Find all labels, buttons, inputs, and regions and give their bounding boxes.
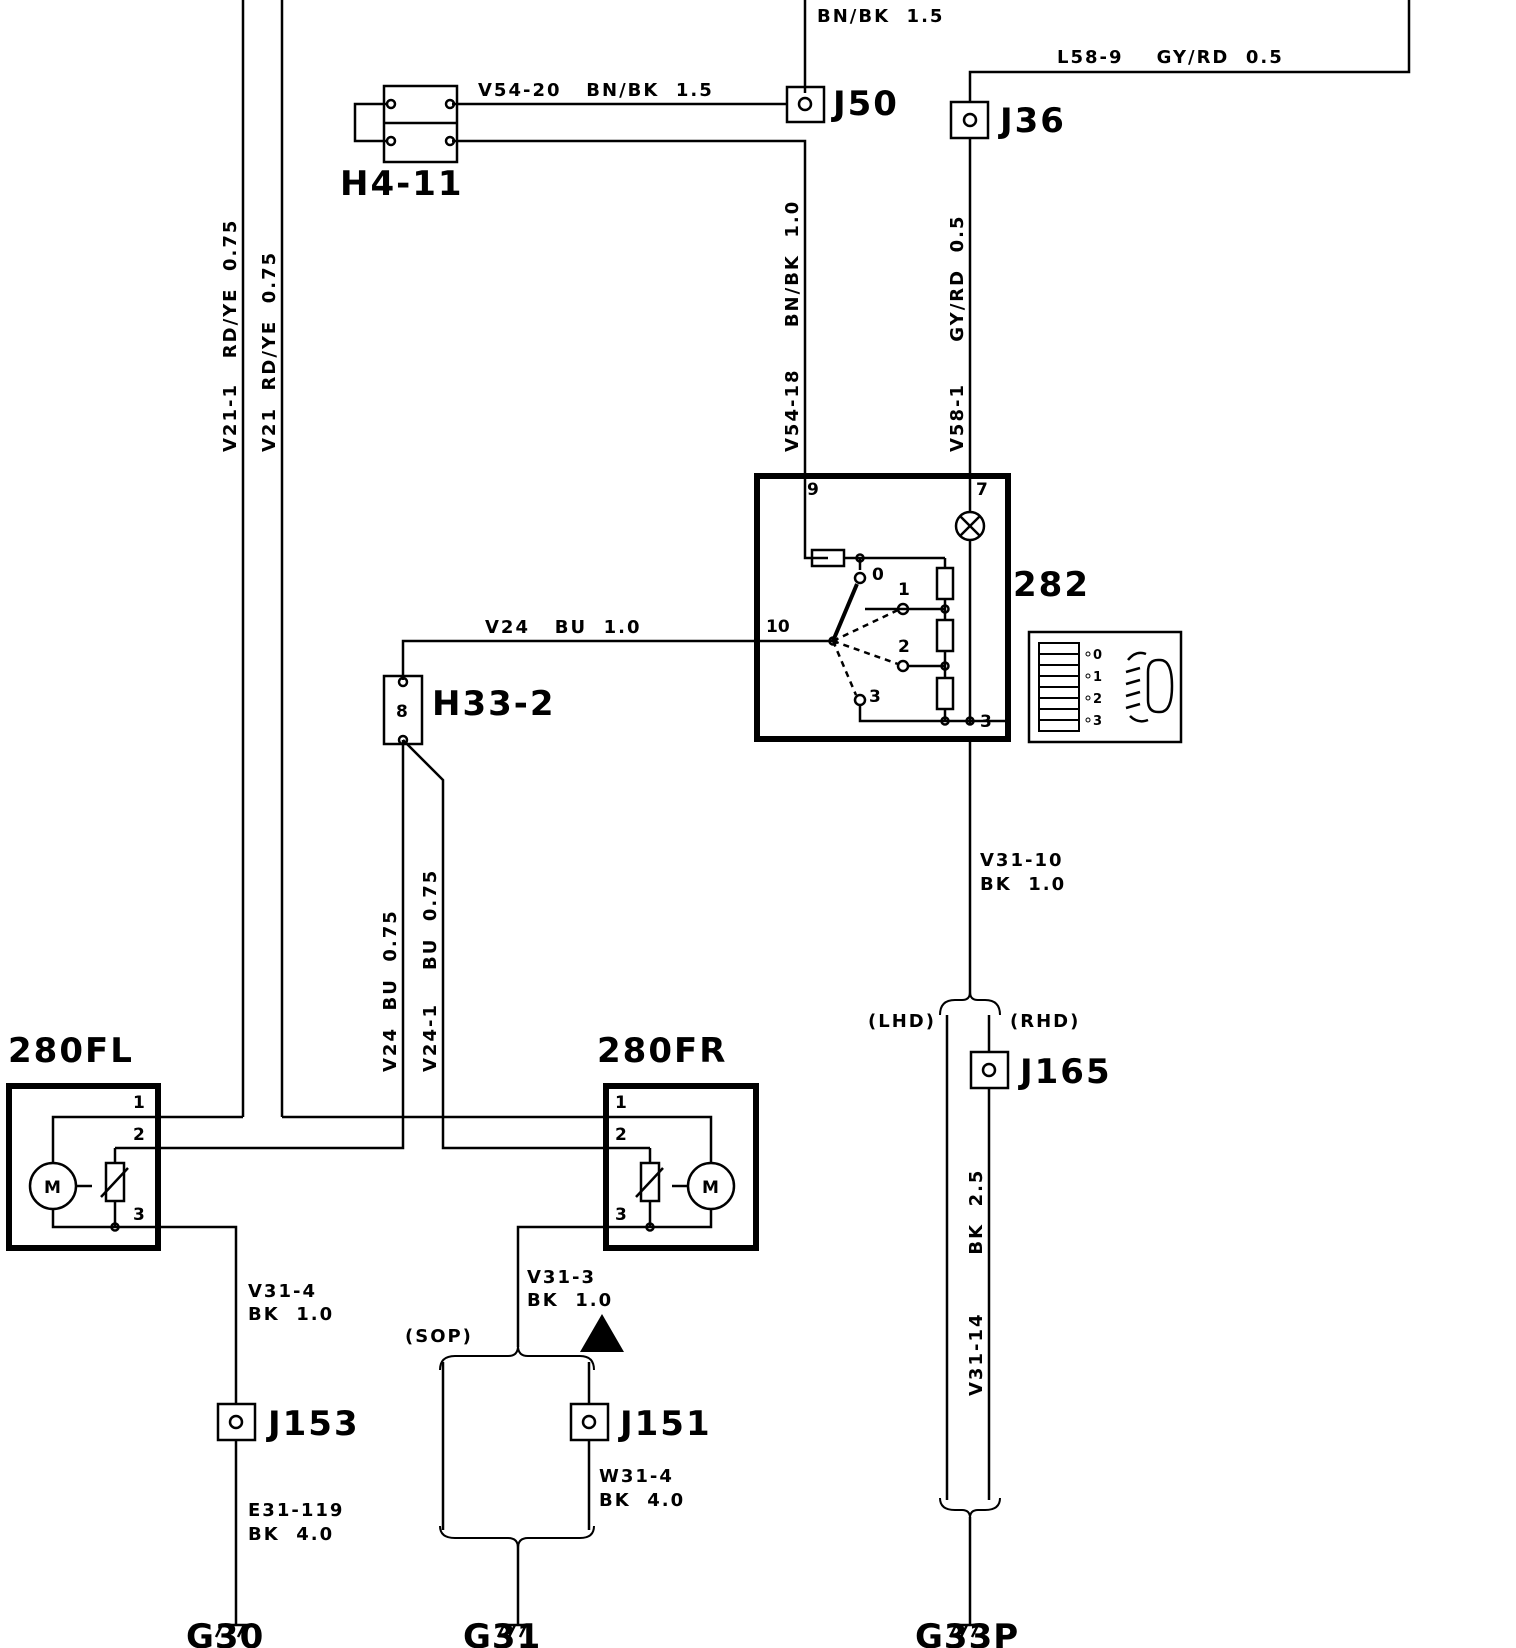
brackets [439, 991, 1001, 1549]
wire-label-v24-1: V24-1 BU 0.75 [420, 869, 441, 1072]
pin-7: 7 [976, 480, 988, 500]
wire-label-v58-1: V58-1 GY/RD 0.5 [947, 214, 968, 452]
h33-2-label: H33-2 [432, 684, 556, 724]
headlamp-range-legend: 0 1 2 3 [1027, 630, 1183, 744]
j50-label: J50 [831, 84, 899, 124]
fr-pin-3: 3 [615, 1205, 627, 1225]
wire-label-v31-4-b: BK 1.0 [248, 1304, 334, 1325]
wire-v24-top [401, 639, 833, 680]
wire-label-l58-9: L58-9 GY/RD 0.5 [1057, 47, 1284, 68]
wire-label-e31-119-a: E31-119 [248, 1500, 344, 1521]
wire-label-v31-4-a: V31-4 [248, 1281, 317, 1302]
j36-junction [949, 100, 990, 140]
pin-3: 3 [980, 712, 992, 732]
wire-label-e31-119-b: BK 4.0 [248, 1524, 334, 1545]
280fl-label: 280FL [8, 1031, 134, 1071]
j165-label: J165 [1018, 1052, 1112, 1092]
wire-v24 [158, 740, 405, 1150]
motor-letter: M [44, 1178, 61, 1198]
ground-icon [496, 1623, 532, 1638]
position-0: 0 [872, 565, 884, 585]
fr-pin-1: 1 [615, 1093, 627, 1113]
wire-label-v31-10-a: V31-10 [980, 850, 1064, 871]
fr-pin-2: 2 [615, 1125, 627, 1145]
wire-label-v24: V24 BU 0.75 [380, 909, 401, 1072]
ground-icon [948, 1623, 984, 1638]
note-sop: (SOP) [405, 1326, 473, 1347]
note-triangle-number: 1 [596, 1332, 608, 1352]
ground-symbols [214, 1623, 984, 1638]
wire-label-v54-18: V54-18 BN/BK 1.0 [782, 200, 803, 452]
motor-letter: M [702, 1178, 719, 1198]
position-2: 2 [898, 637, 910, 657]
j165-junction [969, 1050, 1010, 1090]
fl-pin-3: 3 [133, 1205, 145, 1225]
wire-label-w31-4-a: W31-4 [599, 1466, 674, 1487]
g33p-label: G33P [915, 1617, 1019, 1648]
pin-9: 9 [807, 480, 819, 500]
note-lhd: (LHD) [868, 1011, 936, 1032]
legend-item-0: 0 [1093, 648, 1102, 663]
g30-label: G30 [186, 1617, 264, 1648]
position-1: 1 [898, 580, 910, 600]
legend-item-2: 2 [1093, 692, 1102, 707]
note-rhd: (RHD) [1010, 1011, 1080, 1032]
sop-top-bracket [439, 1345, 595, 1371]
ground-icon [214, 1623, 250, 1638]
lhd-rhd-bottom-bracket [939, 1497, 1001, 1519]
h33-2-connector [382, 674, 424, 746]
wire-v54-18 [452, 139, 828, 560]
282-label: 282 [1013, 565, 1090, 605]
legend-item-1: 1 [1093, 670, 1102, 685]
h4-11-connector [353, 84, 459, 164]
wire-label-v31-3-b: BK 1.0 [527, 1290, 613, 1311]
wire-v31-3 [516, 1225, 606, 1347]
contact-2 [896, 659, 910, 673]
contact-1 [896, 602, 910, 616]
wire-label-v21: V21 RD/YE 0.75 [259, 251, 280, 452]
h33-2-pin: 8 [396, 702, 408, 722]
j151-label: J151 [618, 1404, 712, 1444]
j153-label: J153 [266, 1404, 360, 1444]
h4-11-label: H4-11 [340, 164, 464, 204]
wire-label-v21-1: V21-1 RD/YE 0.75 [220, 219, 241, 452]
fl-pin-2: 2 [133, 1125, 145, 1145]
wire-label-v24-top: V24 BU 1.0 [485, 617, 642, 638]
wire-label-v31-3-a: V31-3 [527, 1267, 596, 1288]
280fr-label: 280FR [597, 1031, 727, 1071]
headlamp-icon [1125, 651, 1174, 723]
wire-label-w31-4-b: BK 4.0 [599, 1490, 685, 1511]
wires [158, 0, 1411, 1625]
sop-bottom-bracket [439, 1525, 595, 1549]
motor-280fr: M 1 2 3 [603, 1083, 759, 1251]
lhd-rhd-bracket [939, 991, 1001, 1016]
contact-3 [853, 693, 867, 707]
position-3: 3 [869, 687, 881, 707]
legend-item-3: 3 [1093, 714, 1102, 729]
wire-label-v31-14: V31-14 BK 2.5 [966, 1169, 987, 1396]
wire-label-v31-10-b: BK 1.0 [980, 874, 1066, 895]
lamp-icon [954, 510, 986, 542]
j153-junction [216, 1402, 257, 1442]
wire-v31-4 [158, 1225, 238, 1404]
contact-0 [853, 571, 867, 585]
switch-282: 9 7 10 3 0 1 2 3 [754, 473, 1011, 742]
note-triangle [580, 1314, 624, 1352]
wire-l58-9 [968, 0, 1411, 102]
wire-label-top-bnbk: BN/BK 1.5 [817, 6, 944, 27]
j36-label: J36 [998, 101, 1066, 141]
pin-10: 10 [766, 617, 790, 637]
wire-v24-1 [402, 739, 606, 1150]
motor-280fl: M 1 2 3 [6, 1083, 161, 1251]
fl-pin-1: 1 [133, 1093, 145, 1113]
g31-label: G31 [463, 1617, 541, 1648]
wire-label-v54-20: V54-20 BN/BK 1.5 [478, 80, 714, 101]
j50-junction [785, 85, 826, 124]
j151-junction [569, 1402, 610, 1442]
